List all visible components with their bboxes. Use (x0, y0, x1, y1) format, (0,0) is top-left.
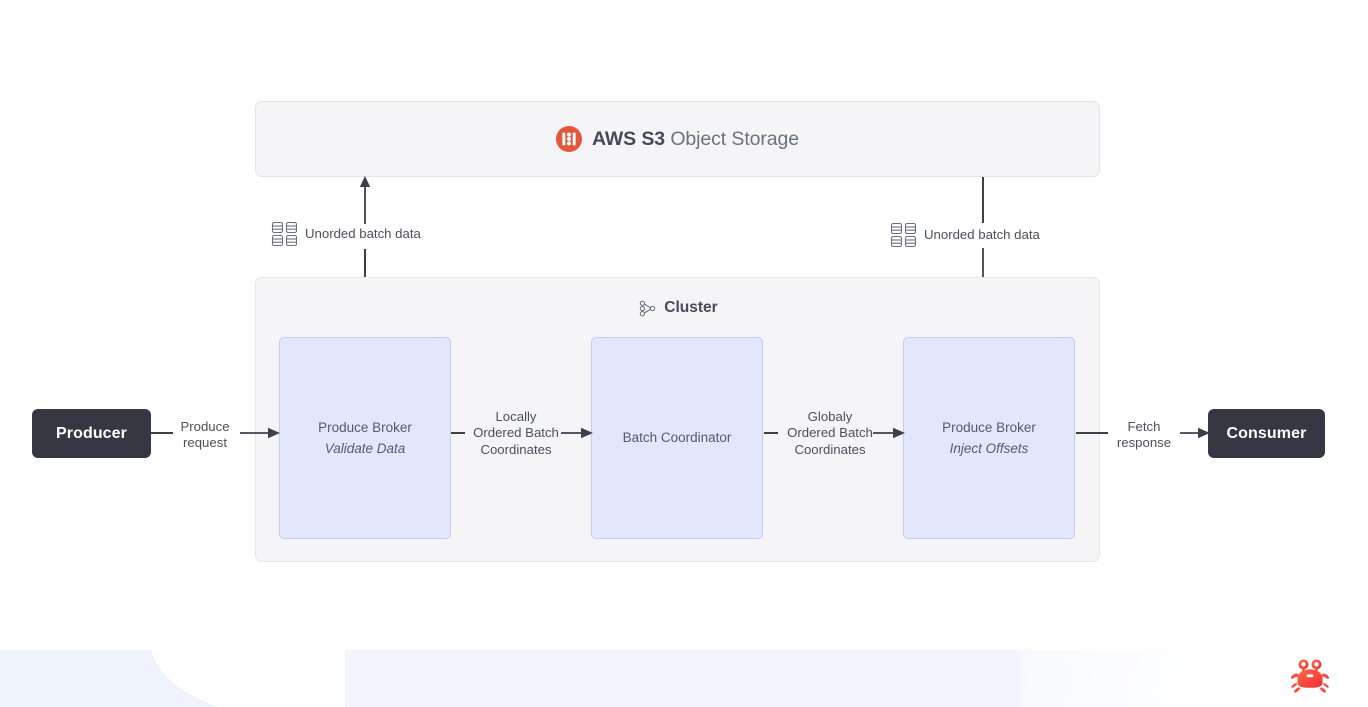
connector-upload-arrow (359, 176, 371, 224)
aws-s3-icon (555, 126, 582, 152)
footer-shape-center (345, 650, 1025, 707)
cluster-header: Cluster (256, 299, 1101, 317)
connector-globaly-ordered-arrow (873, 427, 905, 439)
node-produce-broker-validate[interactable]: Produce Broker Validate Data (279, 337, 451, 539)
edge-label-fetch-response: Fetch response (1116, 419, 1172, 451)
footer-band (0, 650, 1368, 707)
edge-label-upload-unorded-batch: Unorded batch data (305, 226, 421, 241)
aws-s3-suffix: Object Storage (670, 127, 800, 150)
node-sublabel: Validate Data (324, 440, 406, 456)
connector-globaly-stub (764, 432, 778, 434)
node-batch-coordinator[interactable]: Batch Coordinator (591, 337, 763, 539)
aws-s3-brand: AWS S3 (591, 127, 666, 150)
node-consumer[interactable]: Consumer (1208, 409, 1325, 458)
edge-label-locally-ordered: Locally Ordered Batch Coordinates (473, 409, 559, 457)
node-title: Produce Broker (318, 419, 412, 435)
aws-s3-panel: AWS S3 Object Storage (255, 101, 1100, 177)
connector-locally-ordered-arrow (561, 427, 593, 439)
edge-label-globaly-ordered: Globaly Ordered Batch Coordinates (787, 409, 873, 457)
connector-produce-request-arrow (240, 427, 280, 439)
node-title: Produce Broker (942, 419, 1036, 435)
aws-s3-title: AWS S3 Object Storage (592, 128, 799, 151)
cluster-label: Cluster (664, 299, 718, 316)
edge-label-download-unorded-batch: Unorded batch data (924, 227, 1040, 242)
node-label: Producer (55, 424, 128, 442)
database-grid-icon-download (890, 222, 918, 248)
node-title: Batch Coordinator (622, 430, 732, 446)
database-grid-icon-upload (271, 221, 299, 247)
node-label: Consumer (1226, 424, 1307, 442)
edge-label-produce-request: Produce request (180, 419, 230, 451)
connector-producer-stub (151, 432, 173, 434)
connector-fetch-response-arrow (1180, 427, 1210, 439)
crab-logo[interactable] (1288, 655, 1332, 699)
connector-download-upper (982, 177, 984, 223)
connector-fetch-stub (1076, 432, 1108, 434)
node-producer[interactable]: Producer (32, 409, 151, 458)
cluster-nodes-icon (639, 300, 656, 317)
footer-shape-left (150, 650, 345, 707)
connector-locally-stub (451, 432, 465, 434)
node-sublabel: Inject Offsets (949, 440, 1029, 456)
node-produce-broker-inject[interactable]: Produce Broker Inject Offsets (903, 337, 1075, 539)
